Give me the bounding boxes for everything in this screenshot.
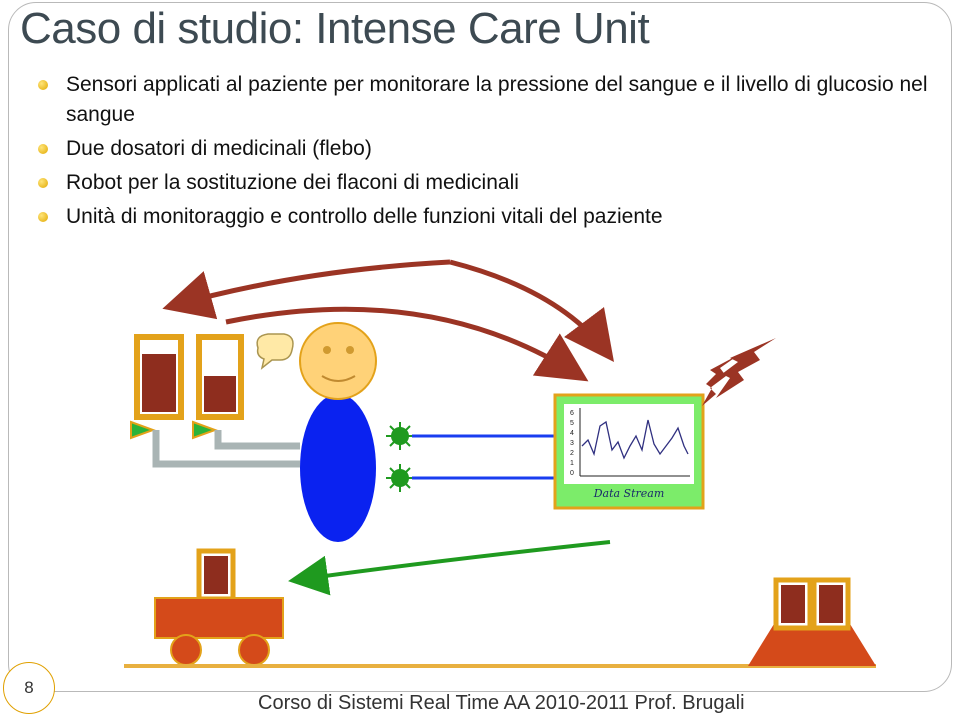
y-tick-label: 2 xyxy=(570,450,574,457)
drug-dispenser-1 xyxy=(130,334,184,440)
bullet-dot-icon xyxy=(38,178,48,188)
y-tick-label: 4 xyxy=(570,430,574,437)
bullet-dot-icon xyxy=(38,144,48,154)
bullet-dot-icon xyxy=(38,212,48,222)
speech-bubble-icon xyxy=(256,333,294,370)
patient xyxy=(299,322,377,542)
drug-dispenser-2 xyxy=(192,334,244,440)
patient-body xyxy=(300,394,376,542)
page-number-badge: 8 xyxy=(3,662,55,714)
control-arrow-to-dispenser-1 xyxy=(162,259,451,320)
bullet-item: Unità di monitoraggio e controllo delle … xyxy=(38,202,938,232)
robot xyxy=(154,548,284,666)
monitoring-unit: 6 5 4 3 2 1 0 Data Stream xyxy=(553,393,705,510)
bullet-item: Robot per la sostituzione dei flaconi di… xyxy=(38,168,938,198)
patient-head xyxy=(299,322,377,400)
iv-tube-2 xyxy=(214,430,300,450)
bullet-text: Due dosatori di medicinali (flebo) xyxy=(66,137,372,160)
control-arrow-to-monitor xyxy=(449,259,615,362)
signal-trace xyxy=(581,419,689,460)
drug-storage-station xyxy=(748,577,876,666)
alarm-lightning-icon-2 xyxy=(702,354,740,406)
slide-frame xyxy=(8,2,952,692)
bullet-item: Sensori applicati al paziente per monito… xyxy=(38,70,938,130)
robot-rail xyxy=(124,664,876,668)
iv-tube-1 xyxy=(152,430,300,468)
bullet-list: Sensori applicati al paziente per monito… xyxy=(38,70,938,236)
y-tick-label: 3 xyxy=(570,440,574,447)
y-tick-label: 0 xyxy=(570,470,574,477)
slide-title: Caso di studio: Intense Care Unit xyxy=(20,4,650,53)
bullet-text: Unità di monitoraggio e controllo delle … xyxy=(66,205,663,228)
alarm-lightning-icon xyxy=(716,338,776,398)
bullet-dot-icon xyxy=(38,80,48,90)
bullet-item: Due dosatori di medicinali (flebo) xyxy=(38,134,938,164)
y-tick-label: 1 xyxy=(570,460,574,467)
y-tick-label: 5 xyxy=(570,420,574,427)
y-tick-label: 6 xyxy=(570,410,574,417)
robot-command-arrow xyxy=(288,540,611,596)
bullet-text: Sensori applicati al paziente per monito… xyxy=(66,73,928,126)
icu-diagram: 6 5 4 3 2 1 0 Data Stream xyxy=(124,259,876,668)
bullet-text: Robot per la sostituzione dei flaconi di… xyxy=(66,171,519,194)
control-arrow-to-monitor-2 xyxy=(225,306,589,382)
pressure-sensor-icon xyxy=(386,422,414,450)
footer-text: Corso di Sistemi Real Time AA 2010-2011 … xyxy=(258,692,745,714)
glucose-sensor-icon xyxy=(386,464,414,492)
data-stream-label: Data Stream xyxy=(593,487,665,500)
